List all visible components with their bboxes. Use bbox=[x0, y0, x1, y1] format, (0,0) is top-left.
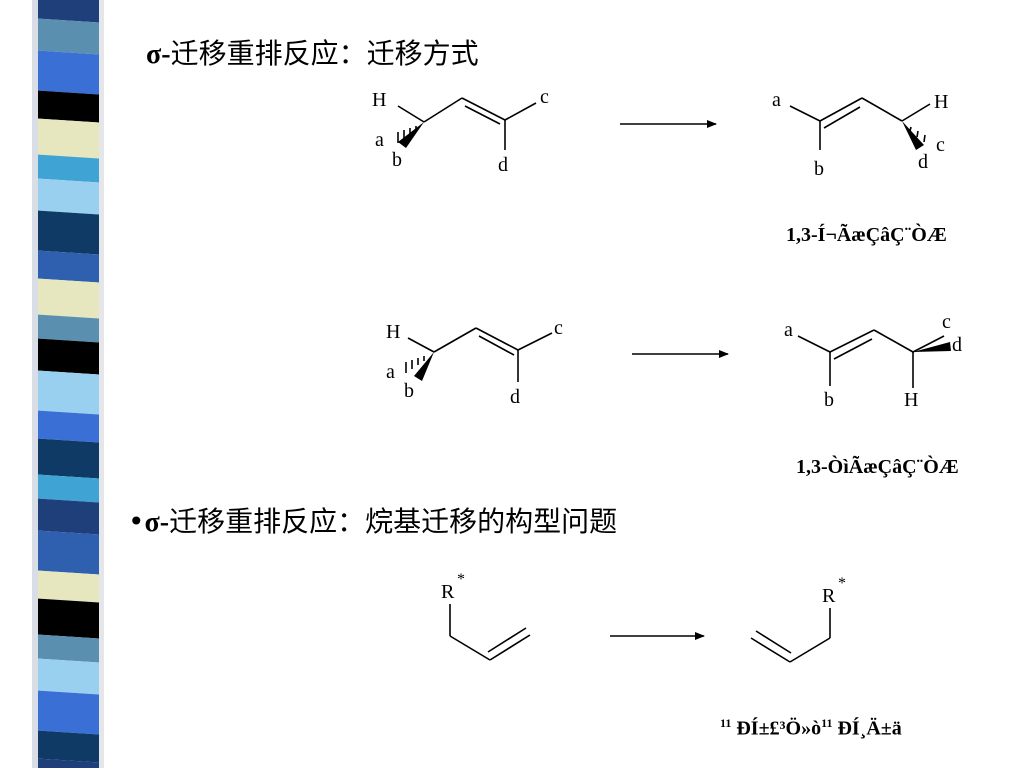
section-heading-migration-mode: σ-迁移重排反应：迁移方式 bbox=[146, 36, 479, 73]
atom-label-c: c bbox=[936, 134, 945, 156]
atom-label-a: a bbox=[772, 89, 781, 111]
stripe-band bbox=[37, 498, 99, 535]
stripe-band bbox=[37, 758, 99, 768]
atom-label-a: a bbox=[784, 319, 793, 341]
stripe-band bbox=[37, 730, 99, 763]
atom-label-d: d bbox=[918, 151, 928, 173]
stripe-band bbox=[37, 474, 99, 503]
atom-label-d: d bbox=[498, 154, 508, 176]
stripe-band bbox=[37, 18, 99, 55]
reaction-3-labels: R * R * bbox=[441, 571, 846, 607]
hashed-bond bbox=[405, 356, 425, 373]
chiral-star: * bbox=[457, 571, 465, 588]
wedge-bond bbox=[414, 352, 434, 381]
caption-sup: 11 bbox=[821, 716, 833, 730]
atom-label-b: b bbox=[404, 380, 414, 402]
reaction-2-labels: H a b c d a b c d H bbox=[386, 311, 962, 411]
reaction-1-caption: 1,3-Í¬ÃæÇâÇ¨ÒÆ bbox=[786, 224, 947, 246]
reaction-2-product bbox=[797, 329, 951, 388]
reaction-3-product bbox=[750, 608, 831, 663]
atom-label-h: H bbox=[934, 91, 948, 113]
stripe-band bbox=[37, 370, 99, 415]
atom-label-c: c bbox=[540, 86, 549, 108]
stripe-band bbox=[37, 210, 99, 255]
atom-label-r: R bbox=[822, 585, 836, 607]
reaction-1-product bbox=[789, 97, 931, 150]
caption-text: ÐÍ±£³Ö»ò bbox=[736, 717, 822, 740]
heading-text: 迁移重排反应：烷基迁移的构型问题 bbox=[169, 505, 618, 538]
stripe-band bbox=[37, 598, 99, 639]
atom-label-h: H bbox=[372, 89, 386, 111]
chiral-star: * bbox=[838, 575, 846, 592]
stripe-band bbox=[37, 314, 99, 343]
stripe-band bbox=[37, 278, 99, 319]
reaction-1 bbox=[397, 97, 931, 150]
stripe-band bbox=[37, 570, 99, 603]
sigma-prefix: σ- bbox=[146, 39, 171, 70]
sigma-prefix: σ- bbox=[144, 507, 170, 538]
atom-label-c: c bbox=[554, 317, 563, 339]
stripe-band bbox=[37, 530, 99, 575]
caption-text: ÐÍ¸Ä±ä bbox=[837, 717, 902, 740]
stripe-band bbox=[37, 634, 99, 663]
reaction-3-caption: 11 ÐÍ±£³Ö»ò11 ÐÍ¸Ä±ä bbox=[720, 710, 980, 742]
atom-label-b: b bbox=[392, 149, 402, 171]
bullet: • bbox=[128, 505, 145, 538]
stripe-band bbox=[37, 690, 99, 735]
atom-label-h: H bbox=[904, 389, 918, 411]
atom-label-d: d bbox=[510, 386, 520, 408]
stripe-band bbox=[37, 658, 99, 695]
reaction-1-reactant bbox=[397, 97, 537, 150]
stripe-band bbox=[37, 50, 99, 95]
reaction-3 bbox=[449, 604, 831, 663]
heading-text: 迁移重排反应：迁移方式 bbox=[170, 37, 479, 70]
stripe-band bbox=[37, 90, 99, 123]
stripe-band bbox=[37, 410, 99, 443]
stripe-band bbox=[37, 438, 99, 479]
stripe-band bbox=[37, 178, 99, 215]
reaction-2-reactant bbox=[405, 327, 553, 382]
atom-label-a: a bbox=[375, 129, 384, 151]
atom-label-b: b bbox=[824, 389, 834, 411]
atom-label-d: d bbox=[952, 334, 962, 356]
wedge-bond bbox=[398, 122, 424, 148]
stripe-band bbox=[37, 154, 99, 183]
atom-label-r: R bbox=[441, 581, 455, 603]
stripe-band bbox=[37, 118, 99, 159]
atom-label-a: a bbox=[386, 361, 395, 383]
wedge-bond bbox=[902, 121, 924, 150]
reaction-2-caption: 1,3-ÒìÃæÇâÇ¨ÒÆ bbox=[796, 456, 959, 478]
reaction-3-reactant bbox=[449, 604, 531, 661]
stripe-band bbox=[37, 250, 99, 283]
atom-label-b: b bbox=[814, 158, 824, 180]
reaction-1-labels: H a b c d a b H c d bbox=[372, 86, 948, 180]
stripe-band bbox=[37, 338, 99, 375]
atom-label-c: c bbox=[942, 311, 951, 333]
stripe-band bbox=[37, 0, 99, 23]
wedge-bond bbox=[913, 342, 951, 352]
reaction-2 bbox=[405, 327, 951, 388]
decorative-stripe bbox=[0, 0, 120, 768]
section-heading-alkyl-configuration: •σ-迁移重排反应：烷基迁移的构型问题 bbox=[128, 504, 617, 541]
caption-sup: 11 bbox=[720, 716, 732, 730]
atom-label-h: H bbox=[386, 321, 400, 343]
